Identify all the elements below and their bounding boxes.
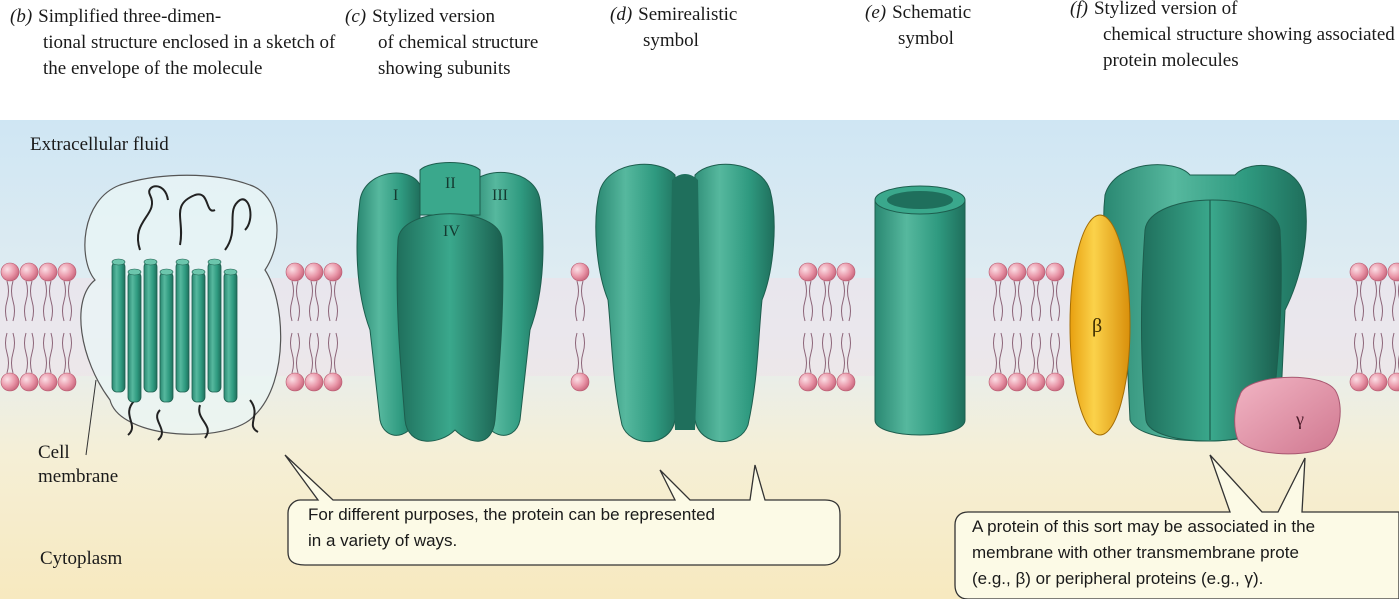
lipid-head bbox=[58, 373, 76, 391]
helix-rod-top bbox=[144, 259, 157, 265]
gamma-label: γ bbox=[1295, 409, 1304, 429]
lipid-head bbox=[1027, 373, 1045, 391]
lipid-head bbox=[799, 263, 817, 281]
lipid-head bbox=[837, 263, 855, 281]
callout-right-text-1: A protein of this sort may be associated… bbox=[972, 515, 1315, 539]
lipid-head bbox=[324, 263, 342, 281]
lipid-head bbox=[989, 263, 1007, 281]
lipid-head bbox=[1369, 373, 1387, 391]
cell-membrane-label-1: Cell bbox=[38, 442, 70, 464]
lipid-head bbox=[286, 373, 304, 391]
helix-rod-top bbox=[160, 269, 173, 275]
lipid-head bbox=[1008, 373, 1026, 391]
helix-rod bbox=[208, 262, 221, 392]
subunit-2-label: II bbox=[445, 175, 456, 192]
cytoplasm-label: Cytoplasm bbox=[40, 548, 122, 570]
lipid-head bbox=[1027, 263, 1045, 281]
lipid-head bbox=[58, 263, 76, 281]
helix-rod bbox=[128, 272, 141, 402]
lipid-head bbox=[20, 263, 38, 281]
helix-rod-top bbox=[224, 269, 237, 275]
lipid-head bbox=[39, 263, 57, 281]
lipid-head bbox=[1350, 373, 1368, 391]
lipid-head bbox=[818, 263, 836, 281]
helix-rod bbox=[224, 272, 237, 402]
callout-right-text-3: (e.g., β) or peripheral proteins (e.g., … bbox=[972, 567, 1263, 591]
lipid-head bbox=[286, 263, 304, 281]
lipid-head bbox=[1046, 263, 1064, 281]
lipid-head bbox=[571, 373, 589, 391]
lipid-head bbox=[571, 263, 589, 281]
lipid-head bbox=[837, 373, 855, 391]
lipid-head bbox=[1, 263, 19, 281]
lipid-head bbox=[1369, 263, 1387, 281]
lipid-head bbox=[1008, 263, 1026, 281]
cell-membrane-label-2: membrane bbox=[38, 466, 118, 488]
lipid-head bbox=[20, 373, 38, 391]
helix-rod bbox=[176, 262, 189, 392]
subunit-1-label: I bbox=[393, 187, 398, 204]
helix-rod-top bbox=[192, 269, 205, 275]
helix-rod bbox=[112, 262, 125, 392]
lipid-head bbox=[818, 373, 836, 391]
protein-semirealistic-d bbox=[596, 164, 774, 441]
protein-stylized-c: I II III IV bbox=[357, 163, 543, 442]
helix-rod bbox=[144, 262, 157, 392]
lipid-head bbox=[1046, 373, 1064, 391]
helix-rod bbox=[160, 272, 173, 402]
protein-envelope-b bbox=[81, 175, 281, 440]
subunit-4-label: IV bbox=[443, 223, 460, 240]
lipid-head bbox=[989, 373, 1007, 391]
lipid-head bbox=[799, 373, 817, 391]
helix-rod-top bbox=[176, 259, 189, 265]
subunit-3-label: III bbox=[492, 187, 508, 204]
callout-left-text-1: For different purposes, the protein can … bbox=[308, 503, 715, 527]
callout-right-text-2: membrane with other transmembrane prote bbox=[972, 541, 1299, 565]
lipid-head bbox=[324, 373, 342, 391]
helix-rod-top bbox=[128, 269, 141, 275]
helix-rod-top bbox=[112, 259, 125, 265]
protein-schematic-e bbox=[875, 186, 965, 435]
helix-rod-top bbox=[208, 259, 221, 265]
helix-rod bbox=[192, 272, 205, 402]
callout-left-text-2: in a variety of ways. bbox=[308, 529, 457, 553]
extracellular-fluid-label: Extracellular fluid bbox=[30, 134, 169, 156]
lipid-head bbox=[39, 373, 57, 391]
lipid-head bbox=[1350, 263, 1368, 281]
lipid-head bbox=[305, 263, 323, 281]
beta-label: β bbox=[1092, 315, 1102, 337]
lipid-head bbox=[305, 373, 323, 391]
lipid-head bbox=[1, 373, 19, 391]
